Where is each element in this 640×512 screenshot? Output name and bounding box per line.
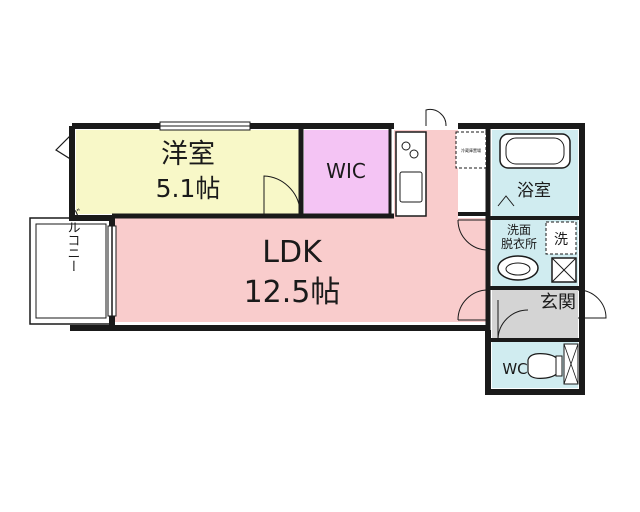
fridge-space-note: 冷蔵庫置場 bbox=[461, 147, 481, 153]
toilet-bowl bbox=[527, 353, 561, 379]
western-room-size: 5.1帖 bbox=[156, 174, 221, 203]
bathtub bbox=[499, 133, 571, 169]
ldk-size: 12.5帖 bbox=[244, 275, 341, 310]
balcony-label: バルコニー bbox=[65, 208, 81, 273]
washer-label: 洗 bbox=[554, 232, 568, 248]
toilet-tank bbox=[555, 355, 563, 377]
wash-basin bbox=[497, 255, 539, 281]
ldk-fill bbox=[114, 130, 488, 322]
wic-label: WIC bbox=[326, 159, 366, 183]
washer-space bbox=[545, 221, 577, 255]
pipe-space-x2 bbox=[551, 257, 577, 283]
fridge-space bbox=[455, 131, 487, 169]
toilet-label: WC bbox=[502, 360, 527, 378]
balcony-outline bbox=[29, 217, 113, 325]
western-room-name: 洋室 bbox=[161, 139, 215, 170]
balcony-inner bbox=[35, 223, 107, 319]
stove-burner-2 bbox=[409, 149, 419, 159]
shoe-cabinet-x2 bbox=[563, 343, 579, 385]
door-swings bbox=[55, 109, 607, 341]
washroom-label-2: 脱衣所 bbox=[501, 236, 537, 251]
balcony-fill bbox=[30, 220, 110, 324]
ldk-name: LDK bbox=[262, 235, 323, 270]
wic-fill bbox=[304, 130, 390, 214]
stove-burner-1 bbox=[401, 141, 411, 151]
bath-label: 浴室 bbox=[517, 181, 551, 201]
western-room-fill bbox=[76, 130, 300, 214]
wash-basin-bowl bbox=[505, 262, 531, 276]
entrance-label: 玄関 bbox=[540, 292, 576, 313]
entrance-fill bbox=[492, 290, 578, 338]
kitchen-sink bbox=[399, 171, 423, 203]
washroom-label-1: 洗面 bbox=[507, 223, 531, 237]
bathtub-inner bbox=[505, 137, 565, 165]
